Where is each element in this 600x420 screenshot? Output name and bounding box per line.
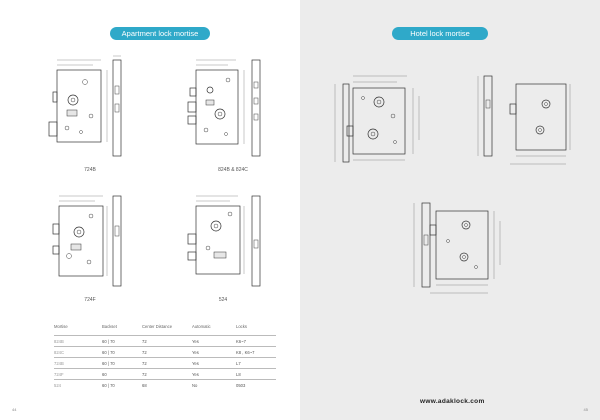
table-row: 524 60 | 70 68 No 0503 [54,379,276,390]
cell-automatic: Yes [192,335,236,347]
cell-backset: 60 | 70 [102,379,142,390]
website-url[interactable]: www.adaklock.com [420,398,485,405]
table-row: 724F 60 72 Yes L8 [54,368,276,380]
cell-mortise: 524 [54,379,102,390]
drawing-524 [187,195,261,287]
cell-automatic: Yes [192,346,236,358]
cell-locks: L8 [236,368,276,380]
mortise-spec-table: Mortise Backset Center Distance Automati… [54,322,276,390]
cell-automatic: No [192,379,236,390]
cell-mortise: 724F [54,368,102,380]
cell-mortise: 724B [54,357,102,369]
header-automatic: Automatic [192,324,211,329]
table-header-row: Mortise Backset Center Distance Automati… [54,322,276,336]
cell-backset: 60 | 70 [102,346,142,358]
cell-automatic: Yes [192,368,236,380]
cell-center-distance: 72 [142,335,192,347]
page-number-right: 45 [583,407,588,412]
cell-locks: L7 [236,357,276,369]
table-row: 824C 60 | 70 72 Yes K8 , K6~7 [54,346,276,358]
hotel-drawing-bottom [413,202,501,294]
hotel-drawing-side [477,75,571,165]
page-number-left: 44 [12,407,17,412]
cell-backset: 60 | 70 [102,335,142,347]
cell-locks: 0503 [236,379,276,390]
caption-524: 524 [218,297,228,303]
cell-mortise: 824C [54,346,102,358]
hotel-drawing-front [334,75,420,163]
apartment-banner: Apartment lock mortise [110,27,210,40]
hotel-banner: Hotel lock mortise [392,27,488,40]
cell-backset: 60 [102,368,142,380]
table-row: 724B 60 | 70 72 Yes L7 [54,357,276,369]
cell-center-distance: 68 [142,379,192,390]
cell-center-distance: 72 [142,368,192,380]
drawing-824b-824c [187,59,261,157]
caption-824b-824c: 824B & 824C [218,167,248,173]
cell-automatic: Yes [192,357,236,369]
cell-center-distance: 72 [142,357,192,369]
header-center-distance: Center Distance [142,324,173,329]
right-page: Hotel lock mortise [300,0,600,420]
header-backset: Backset [102,324,117,329]
caption-724f: 724F [84,297,96,303]
cell-locks: K6~7 [236,335,276,347]
drawing-724f [52,195,122,287]
table-row: 824B 60 | 70 72 Yes K6~7 [54,335,276,347]
cell-locks: K8 , K6~7 [236,346,276,358]
header-locks: Locks [236,324,247,329]
cell-center-distance: 72 [142,346,192,358]
left-page: Apartment lock mortise 724B [12,27,276,412]
drawing-724b [48,55,122,157]
header-mortise: Mortise [54,324,68,329]
caption-724b: 724B [84,167,96,173]
cell-backset: 60 | 70 [102,357,142,369]
cell-mortise: 824B [54,335,102,347]
